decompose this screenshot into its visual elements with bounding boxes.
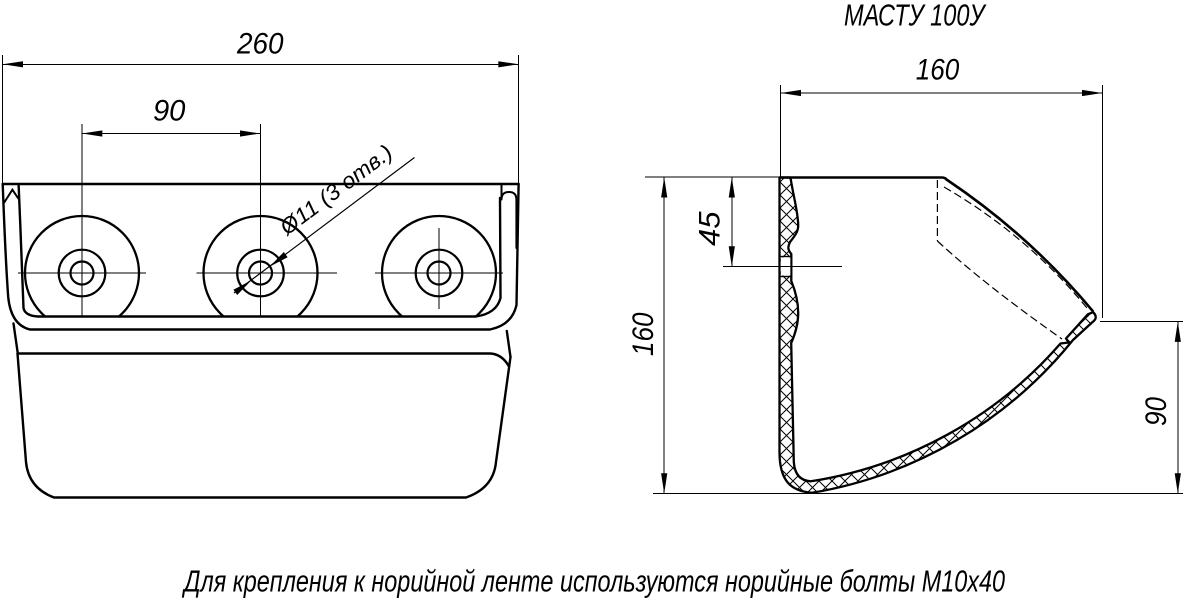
svg-text:90: 90 — [1140, 397, 1173, 426]
svg-text:Для крепления к норийной ленте: Для крепления к норийной ленте использую… — [182, 564, 1005, 599]
svg-text:160: 160 — [627, 312, 660, 356]
svg-text:260: 260 — [236, 27, 284, 60]
svg-text:90: 90 — [153, 94, 186, 127]
svg-text:Ø11 (3 отв.): Ø11 (3 отв.) — [274, 140, 397, 241]
svg-text:МАСТУ 100У: МАСТУ 100У — [844, 0, 987, 33]
svg-text:160: 160 — [916, 54, 960, 87]
svg-text:45: 45 — [694, 211, 727, 246]
